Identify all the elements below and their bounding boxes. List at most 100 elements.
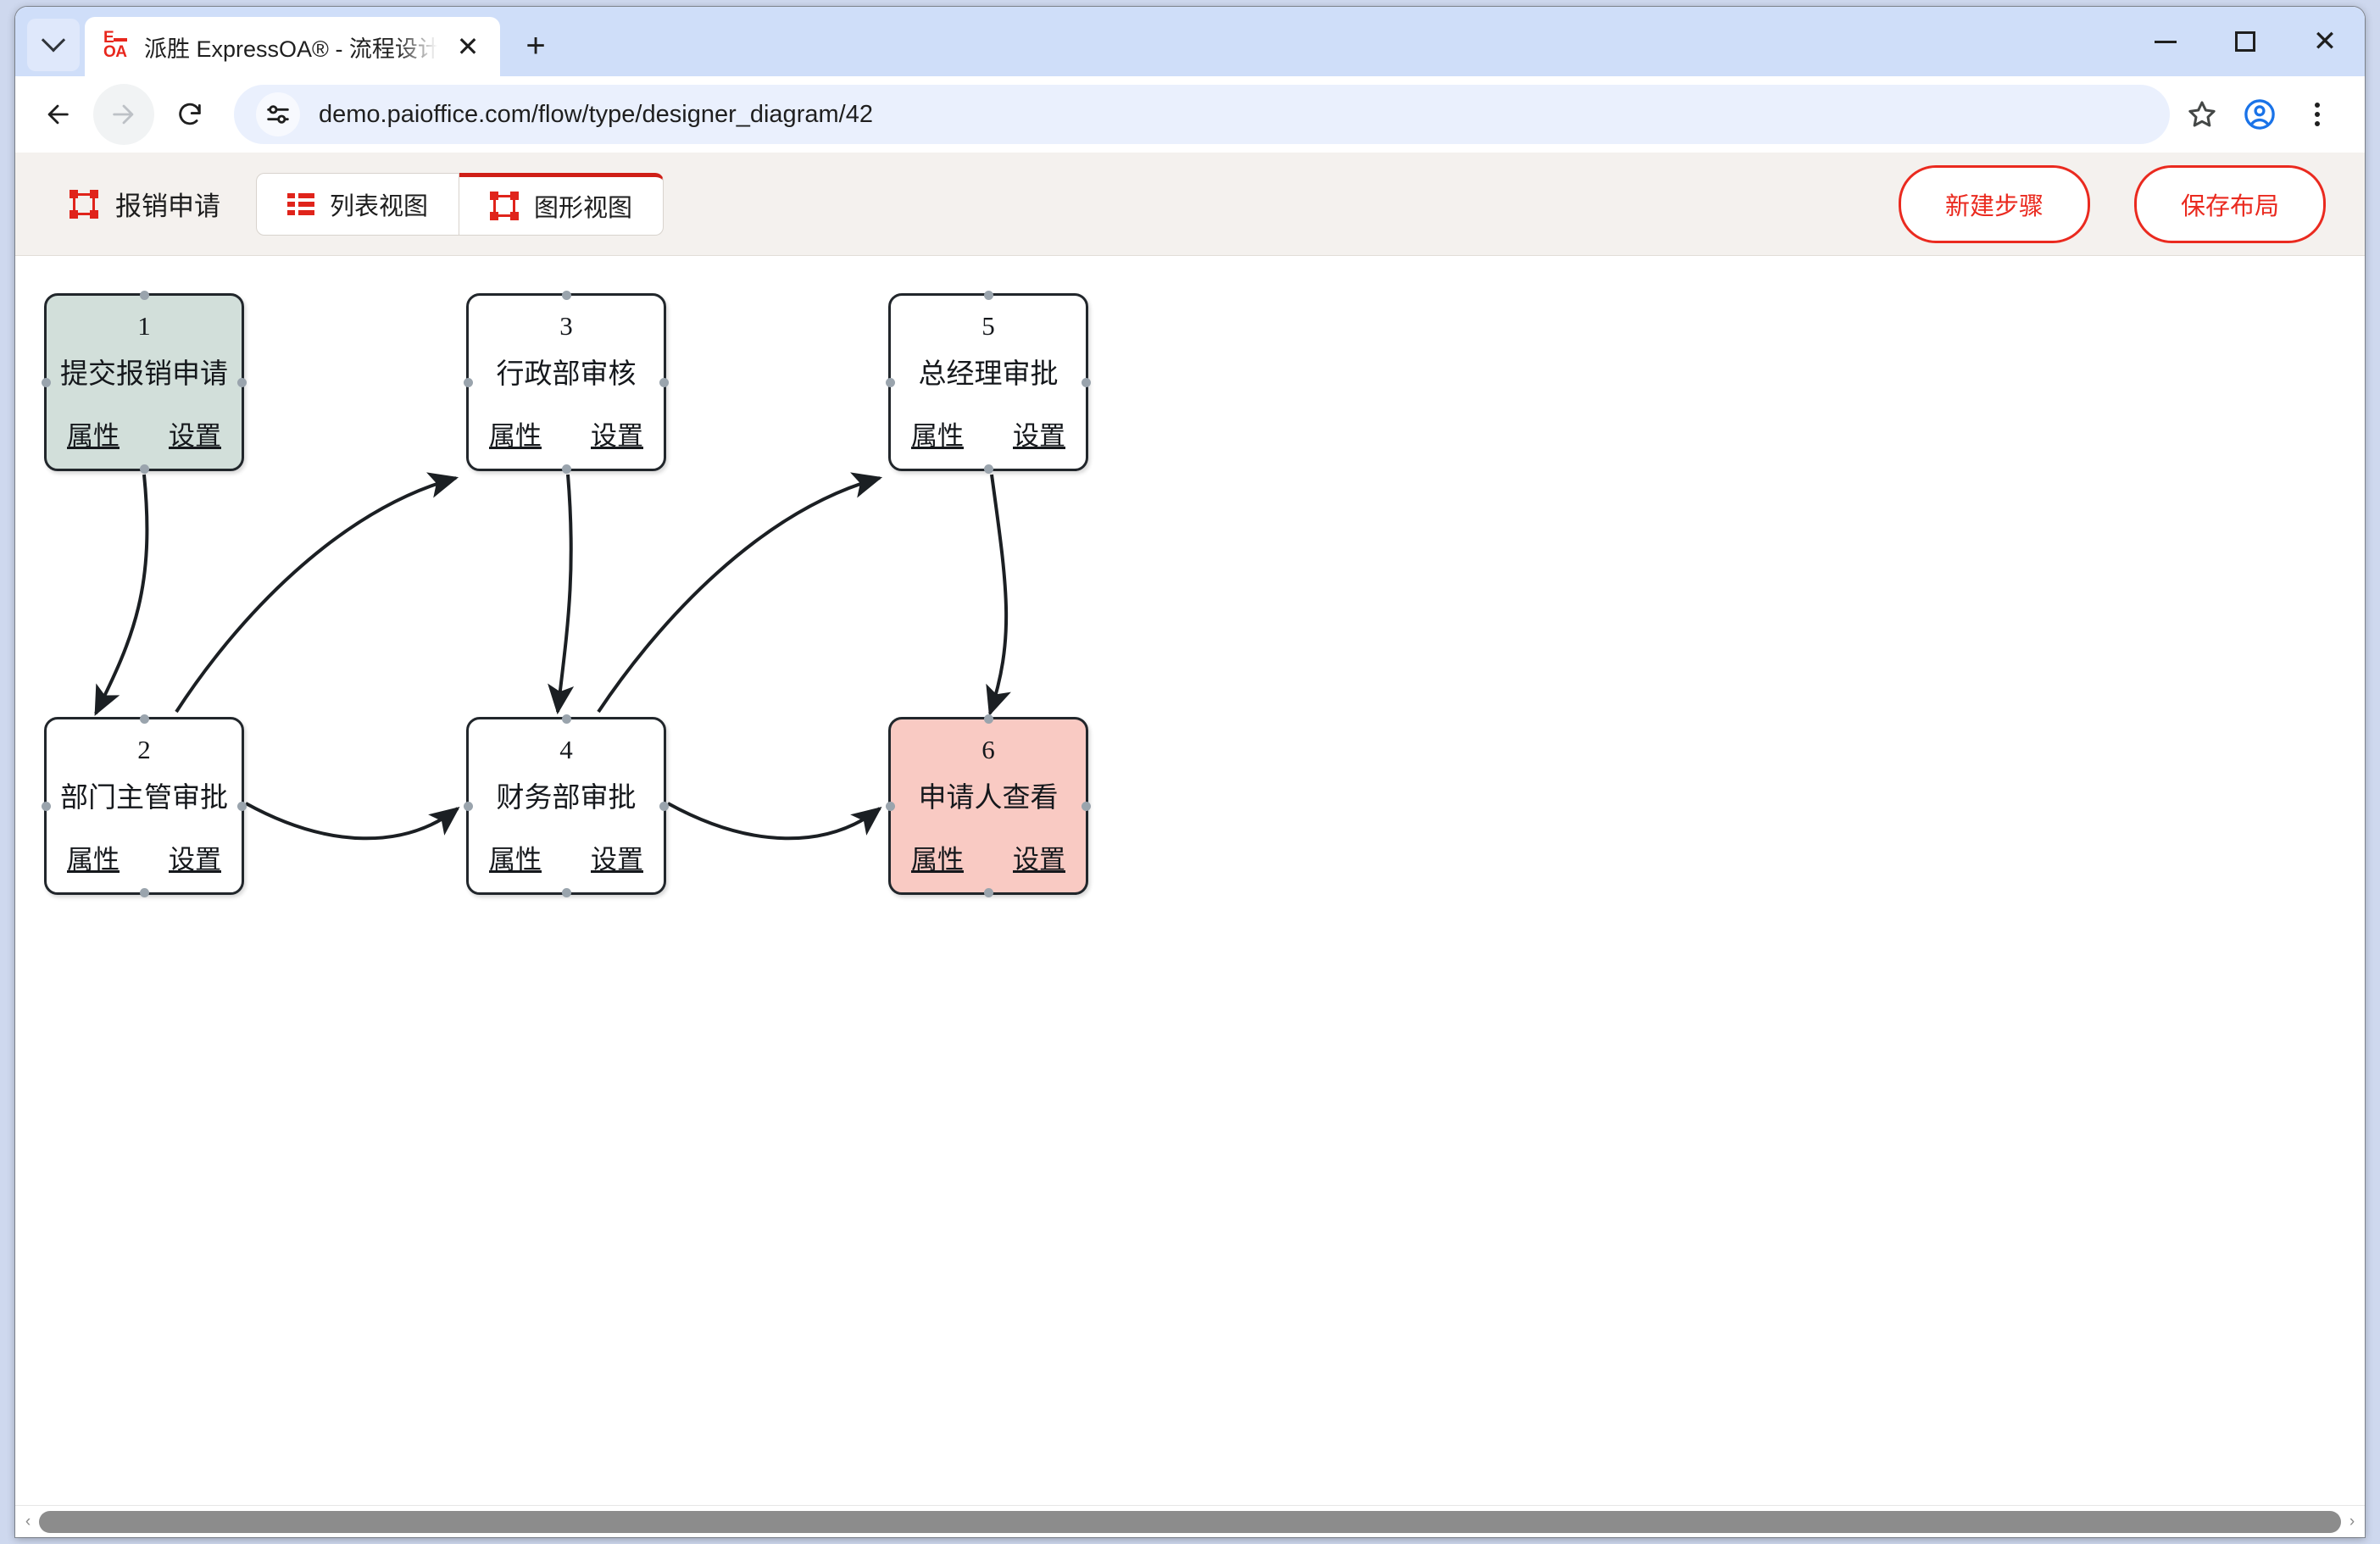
node-port-right[interactable]	[1082, 802, 1091, 811]
node-settings-link[interactable]: 设置	[169, 420, 221, 451]
browser-menu-button[interactable]	[2290, 87, 2344, 142]
tab-graph-view[interactable]: 图形视图	[459, 172, 665, 236]
node-port-right[interactable]	[659, 378, 669, 387]
node-port-left[interactable]	[886, 802, 895, 811]
close-window-button[interactable]: ✕	[2285, 7, 2365, 76]
node-port-top[interactable]	[139, 714, 149, 724]
node-port-top[interactable]	[561, 714, 571, 724]
diagram-node[interactable]: 6 申请人查看属性 设置	[886, 714, 1091, 897]
app-header: 报销申请 列表视图	[15, 153, 2365, 256]
profile-button[interactable]	[2233, 87, 2287, 142]
tab-close-icon[interactable]: ✕	[456, 31, 480, 62]
scrollbar-thumb[interactable]	[39, 1510, 2341, 1533]
bookmark-button[interactable]	[2175, 87, 2229, 142]
window-controls: ✕	[2126, 7, 2365, 76]
node-number: 4	[559, 734, 573, 764]
chevron-down-icon	[41, 28, 66, 53]
node-properties-link[interactable]: 属性	[489, 844, 542, 875]
maximize-icon	[2235, 31, 2255, 52]
diagram-edge[interactable]	[548, 474, 575, 715]
node-properties-link[interactable]: 属性	[911, 844, 964, 875]
minimize-icon	[2155, 40, 2177, 43]
minimize-button[interactable]	[2126, 7, 2205, 76]
horizontal-scrollbar[interactable]: ‹ ›	[15, 1505, 2365, 1537]
node-port-right[interactable]	[659, 802, 669, 811]
node-port-top[interactable]	[983, 714, 993, 724]
reload-button[interactable]	[159, 84, 220, 145]
tune-icon	[267, 105, 289, 124]
scroll-right-arrow[interactable]: ›	[2349, 1512, 2355, 1530]
back-button[interactable]	[27, 84, 88, 145]
node-port-left[interactable]	[42, 378, 51, 387]
site-settings-icon[interactable]	[256, 92, 300, 136]
new-tab-button[interactable]: +	[525, 26, 546, 64]
node-settings-link[interactable]: 设置	[1013, 420, 1065, 451]
diagram-edge[interactable]	[597, 472, 883, 714]
tab-list-view[interactable]: 列表视图	[256, 172, 460, 236]
node-port-bottom[interactable]	[139, 888, 149, 897]
node-port-left[interactable]	[886, 378, 895, 387]
node-settings-link[interactable]: 设置	[1013, 844, 1065, 875]
favicon-bar	[114, 38, 127, 42]
save-layout-button[interactable]: 保存布局	[2133, 164, 2326, 243]
node-port-top[interactable]	[983, 291, 993, 300]
browser-tab[interactable]: E OA 派胜 ExpressOA® - 流程设计器 ✕	[85, 17, 500, 76]
diagram-edge[interactable]	[667, 802, 882, 841]
node-properties-link[interactable]: 属性	[911, 420, 964, 451]
node-port-left[interactable]	[464, 378, 473, 387]
node-port-bottom[interactable]	[983, 888, 993, 897]
node-port-right[interactable]	[237, 378, 247, 387]
node-port-left[interactable]	[464, 802, 473, 811]
node-port-bottom[interactable]	[983, 464, 993, 474]
node-links: 属性 设置	[911, 838, 1065, 876]
scroll-left-arrow[interactable]: ‹	[25, 1512, 31, 1530]
node-properties-link[interactable]: 属性	[489, 420, 542, 451]
diagram-node[interactable]: 5 总经理审批属性 设置	[886, 291, 1091, 474]
node-properties-link[interactable]: 属性	[67, 420, 120, 451]
browser-window: E OA 派胜 ExpressOA® - 流程设计器 ✕ + ✕	[15, 7, 2365, 1537]
node-number: 1	[137, 310, 151, 341]
node-links: 属性 设置	[67, 414, 221, 453]
edge-layer	[94, 472, 1011, 841]
node-port-right[interactable]	[237, 802, 247, 811]
node-name: 申请人查看	[918, 782, 1059, 814]
node-settings-link[interactable]: 设置	[169, 844, 221, 875]
node-settings-link[interactable]: 设置	[591, 844, 643, 875]
maximize-button[interactable]	[2205, 7, 2285, 76]
node-number: 6	[981, 734, 995, 764]
diagram-edge[interactable]	[245, 802, 460, 841]
node-properties-link[interactable]: 属性	[67, 844, 120, 875]
header-actions: 新建步骤 保存布局	[1898, 164, 2326, 243]
diagram-edge[interactable]	[986, 474, 1011, 717]
node-port-right[interactable]	[1082, 378, 1091, 387]
diagram-edge[interactable]	[94, 474, 149, 716]
frame-icon	[70, 189, 98, 219]
node-number: 5	[981, 310, 995, 341]
node-port-bottom[interactable]	[139, 464, 149, 474]
tab-list-view-label: 列表视图	[330, 192, 429, 220]
node-port-bottom[interactable]	[561, 888, 571, 897]
node-port-top[interactable]	[561, 291, 571, 300]
node-name: 总经理审批	[918, 358, 1059, 390]
favicon-letter-bottom: OA	[103, 43, 127, 61]
tab-title: 派胜 ExpressOA® - 流程设计器	[144, 36, 437, 62]
forward-button[interactable]	[93, 84, 154, 145]
diagram-edge[interactable]	[175, 472, 459, 714]
address-bar[interactable]: demo.paioffice.com/flow/type/designer_di…	[234, 85, 2170, 144]
node-links: 属性 设置	[67, 838, 221, 876]
tab-search-button[interactable]	[27, 19, 80, 71]
new-step-button[interactable]: 新建步骤	[1898, 164, 2090, 243]
flow-title: 报销申请	[70, 185, 220, 223]
scrollbar-track[interactable]	[39, 1508, 2341, 1536]
node-port-top[interactable]	[139, 291, 149, 300]
node-port-left[interactable]	[42, 802, 51, 811]
node-settings-link[interactable]: 设置	[591, 420, 643, 451]
close-icon: ✕	[2312, 25, 2338, 58]
node-port-bottom[interactable]	[561, 464, 571, 474]
reload-icon	[179, 103, 201, 125]
